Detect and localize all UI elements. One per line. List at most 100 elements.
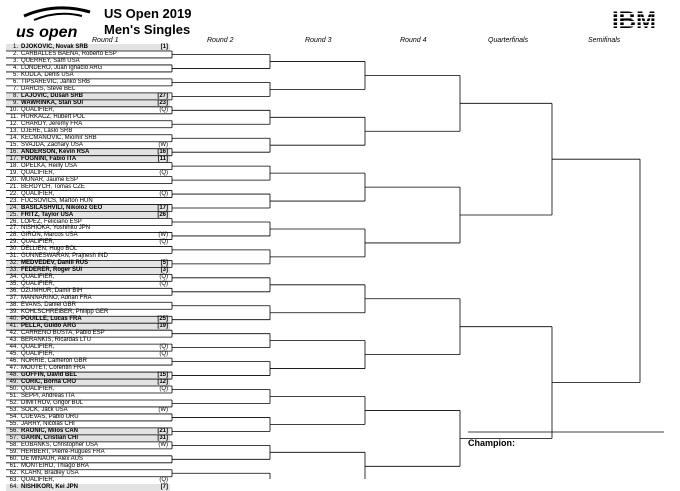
draw-position: 19. [9,169,18,176]
draw-entry: 30.DELLIEN, Hugo BOL [6,246,170,253]
draw-position: 15. [9,141,18,148]
draw-entry: 56.RAONIC, Milos CAN[21] [6,427,170,435]
draw-entry: 38.EVANS, Daniel GBR [6,302,170,309]
player-seed: (Q) [159,386,168,393]
draw-position: 5. [12,71,18,78]
draw-position: 46. [9,358,18,365]
player-name: SEPPI, Andreas ITA [21,393,75,399]
player-name: RAONIC, Milos CAN [21,427,78,434]
player-name: DJOKOVIC, Novak SRB [21,44,89,50]
draw-position: 35. [9,281,18,288]
draw-entry: 27.NISHIOKA, Yoshihito JPN [6,225,170,232]
draw-entry: 41.PELLA, Guido ARG [19] [6,323,170,331]
player-name: KOHLSCHREIBER, Philipp GER [21,309,109,316]
draw-position: 13. [9,127,18,134]
player-name: GOFFIN, David BEL [21,372,78,379]
draw-position: 9. [12,99,18,106]
player-name: QUALIFIER, [21,386,55,393]
player-name: DJERE, Laslo SRB [21,127,73,134]
draw-entry: 28.GIRON, Marcos USA(W) [6,232,170,239]
player-name: CUEVAS, Pablo URU [21,413,79,420]
player-seed: [23] [157,99,168,106]
player-name: QUALIFIER, [21,190,55,197]
draw-position: 28. [9,232,18,239]
player-name: NORRIE, Cameron GBR [21,358,88,365]
draw-entry: 45.QUALIFIER,(Q) [6,351,170,358]
player-name: MUNAR, Jaume ESP [21,176,79,183]
player-name: HERBERT, Pierre-Hugues FRA [21,448,105,455]
draw-position: 4. [12,64,18,71]
draw-position: 30. [9,246,18,253]
draw-entry: 51.SEPPI, Andreas ITA [6,393,170,400]
draw-position: 40. [9,316,18,323]
draw-position: 22. [9,190,18,197]
draw-entry: 14.KECMANOVIC, Miomir SRB [6,135,170,142]
draw-position: 45. [9,351,18,358]
draw-position: 32. [9,260,18,267]
player-seed: [25] [157,316,168,323]
draw-position: 12. [9,120,18,127]
draw-entry: 32.MEDVEDEV, Daniil RUS[5] [6,260,170,268]
draw-entry: 42.CARRENO BUSTA, Pablo ESP [6,330,170,337]
player-name: JARRY, Nicolas CHI [21,420,75,427]
player-name: ANDERSON, Kevin RSA [21,148,90,155]
draw-entry: 26.LOPEZ, Feliciano ESP [6,219,170,226]
draw-position: 50. [9,386,18,393]
draw-position: 64. [9,483,18,490]
player-seed: (Q) [159,190,168,197]
player-name: DELLIEN, Hugo BOL [21,246,78,253]
player-seed: [15] [157,372,168,379]
draw-entry: 15.SVAJDA, Zachary USA(W) [6,142,170,149]
draw-entry: 1.DJOKOVIC, Novak SRB[1] [6,44,170,51]
draw-entry: 6.TIPSAREVIC, Janko SRB [6,79,170,86]
player-name: DARCIS, Steve BEL [21,85,76,92]
player-name: MOUTET, Corentin FRA [21,365,86,372]
draw-entry: 5.KUDLA, Denis USA [6,72,170,79]
draw-position: 43. [9,337,18,344]
round-header: Round 2 [207,37,234,44]
player-seed: (W) [158,406,168,413]
player-seed: (Q) [159,281,168,288]
player-name: GARIN, Cristian CHI [21,434,79,441]
draw-entry: 9.WAWRINKA, Stan SUI [23] [6,99,170,107]
player-name: POUILLE, Lucas FRA [21,316,82,323]
draw-entry: 18.OPELKA, Reilly USA [6,163,170,170]
draw-entry: 62.KLAHN, Bradley USA [6,470,170,477]
draw-entry: 52.DIMITROV, Grigor BUL [6,400,170,407]
player-name: WAWRINKA, Stan SUI [21,99,84,106]
round-header: Semifinals [588,37,621,44]
player-name: FOGNINI, Fabio ITA [21,155,77,162]
draw-position: 25. [9,211,18,218]
draw-position: 27. [9,225,18,232]
player-seed: [31] [157,434,168,441]
draw-position: 38. [9,302,18,309]
player-name: QUALIFIER, [21,351,55,358]
draw-entry: 47.MOUTET, Corentin FRA [6,365,170,372]
draw-entry: 2.CARBALLES BAENA, Roberto ESP [6,51,170,58]
draw-position: 41. [9,323,18,330]
draw-position: 53. [9,406,18,413]
player-name: NISHIOKA, Yoshihito JPN [21,225,91,232]
draw-position: 56. [9,427,18,434]
player-name: KECMANOVIC, Miomir SRB [21,134,97,141]
player-name: LOPEZ, Feliciano ESP [21,218,82,225]
draw-entry: 54.CUEVAS, Pablo URU [6,414,170,421]
draw-entry: 64.NISHIKORI, Kei JPN[7] [6,483,170,491]
player-name: PELLA, Guido ARG [21,323,77,330]
draw-entry: 20.MUNAR, Jaume ESP [6,177,170,184]
player-name: FRITZ, Taylor USA [21,211,74,218]
draw-position: 55. [9,420,18,427]
draw-entry: 7.DARCIS, Steve BEL [6,86,170,93]
draw-position: 51. [9,393,18,399]
draw-entry: 24.BASILASHVILI, Nikoloz GEO[17] [6,204,170,212]
player-seed: [19] [157,323,168,330]
player-name: KLAHN, Bradley USA [21,469,79,476]
player-seed: (Q) [159,239,168,246]
draw-entry: 23.FUCSOVICS, Marton HUN [6,198,170,205]
draw-entry: 59.HERBERT, Pierre-Hugues FRA [6,449,170,456]
player-name: TIPSAREVIC, Janko SRB [21,78,91,85]
player-name: MANNARINO, Adrian FRA [21,295,92,302]
draw-position: 3. [12,57,18,64]
draw-position: 36. [9,288,18,295]
draw-position: 60. [9,455,18,462]
